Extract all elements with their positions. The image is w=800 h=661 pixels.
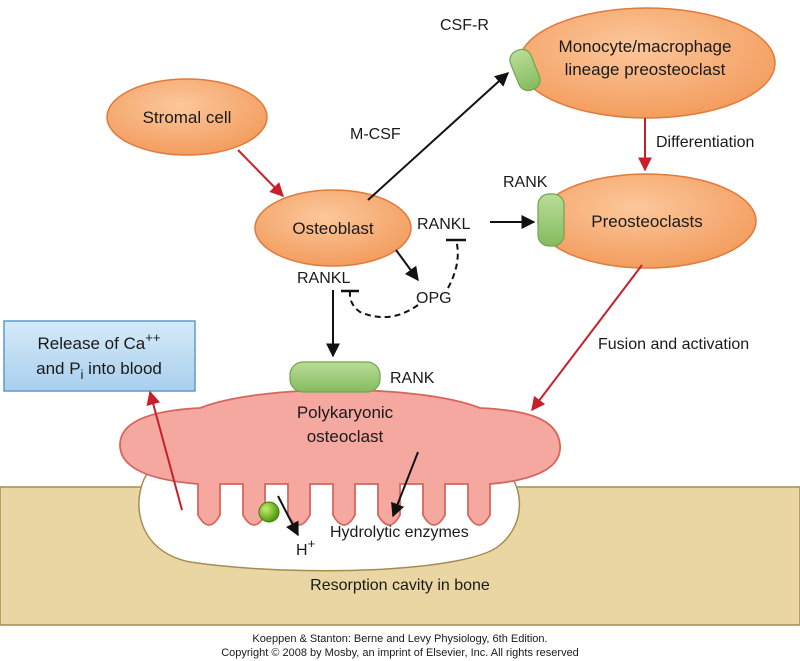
proton-pump-ball — [258, 501, 280, 523]
resorption-cavity — [138, 469, 521, 572]
release-line2-sub: i — [81, 367, 84, 382]
release-text-line2: and Pi into blood — [36, 359, 162, 382]
osteoclast-label-line1: Polykaryonic — [297, 403, 394, 422]
stromal-cell-label: Stromal cell — [143, 108, 232, 127]
rank-receptor-osteoclast — [289, 361, 381, 393]
release-arrow — [146, 390, 183, 511]
enzymes-arrow — [391, 451, 419, 518]
hydrolytic-enzymes-label: Hydrolytic enzymes — [330, 524, 469, 541]
fusion-activation-label: Fusion and activation — [598, 336, 749, 353]
resorption-cavity-label: Resorption cavity in bone — [310, 577, 490, 594]
release-line1-text: Release of Ca — [38, 334, 146, 353]
rank-top-label: RANK — [503, 174, 548, 191]
csf-r-label: CSF-R — [440, 17, 489, 34]
osteoblast-label: Osteoblast — [292, 219, 374, 238]
credit-line2: Copyright © 2008 by Mosby, an imprint of… — [221, 647, 579, 659]
preosteoclasts-label: Preosteoclasts — [591, 212, 703, 231]
rank-receptor-preosteoclast — [537, 193, 565, 247]
release-line2-prefix: and P — [36, 359, 80, 378]
osteoclast-label-line2: osteoclast — [307, 427, 384, 446]
monocyte-label-line2: lineage preosteoclast — [565, 60, 726, 79]
release-text-line1: Release of Ca++ — [38, 330, 161, 353]
proton-base: H — [296, 542, 308, 559]
release-line1-sup: ++ — [145, 330, 160, 345]
fusion-activation-arrow — [531, 264, 643, 412]
monocyte-label-line1: Monocyte/macrophage — [559, 37, 732, 56]
differentiation-label: Differentiation — [656, 134, 754, 151]
rankl-left-label: RANKL — [297, 270, 350, 287]
opg-inhibits-rankl-left — [348, 291, 419, 319]
m-csf-label: M-CSF — [350, 126, 401, 143]
polykaryonic-osteoclast — [119, 389, 561, 526]
opg-label: OPG — [416, 290, 452, 307]
rankl-right-label: RANKL — [417, 216, 470, 233]
opg-inhibits-rankl-right — [447, 239, 459, 289]
rank-bottom-label: RANK — [390, 370, 435, 387]
m-csf-arrow — [367, 72, 510, 201]
release-box — [3, 320, 196, 392]
credit-line1: Koeppen & Stanton: Berne and Levy Physio… — [252, 633, 547, 645]
proton-sup: + — [308, 536, 316, 551]
proton-arrow — [277, 495, 299, 537]
stromal-cell — [106, 78, 268, 156]
release-line2-suffix: into blood — [83, 359, 161, 378]
csf-r-receptor — [509, 48, 541, 92]
proton-label: H+ — [296, 536, 315, 559]
osteoblast — [254, 189, 412, 267]
osteoblast-to-opg-arrow — [395, 249, 419, 282]
stromal-to-osteoblast-arrow — [237, 149, 284, 198]
